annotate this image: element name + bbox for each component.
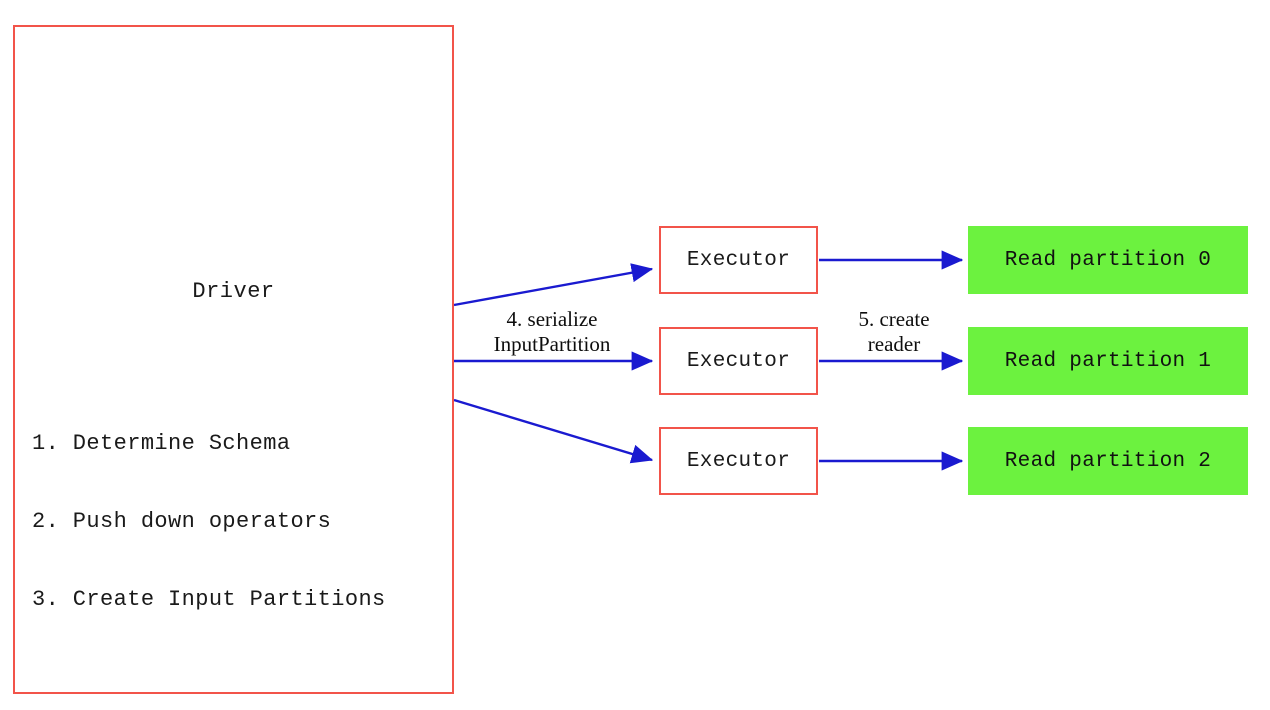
- executor-label-0: Executor: [686, 248, 791, 272]
- edge-label-serialize: 4. serialize InputPartition: [466, 307, 638, 357]
- executor-box-0[interactable]: Executor: [659, 226, 818, 294]
- edge-label-create-reader-line1: 5. create: [858, 307, 930, 331]
- edge-label-serialize-line2: InputPartition: [493, 332, 611, 356]
- read-partition-label-0: Read partition 0: [1004, 248, 1212, 272]
- driver-title: Driver: [192, 279, 275, 304]
- executor-box-1[interactable]: Executor: [659, 327, 818, 395]
- read-partition-label-2: Read partition 2: [1004, 449, 1212, 473]
- edge-label-create-reader-line2: reader: [867, 332, 921, 356]
- edge-label-create-reader: 5. create reader: [834, 307, 954, 357]
- arrow-driver-to-executor-0: [453, 263, 654, 307]
- executor-label-1: Executor: [686, 349, 791, 373]
- executor-label-2: Executor: [686, 449, 791, 473]
- executor-box-2[interactable]: Executor: [659, 427, 818, 495]
- driver-step-3: 3. Create Input Partitions: [32, 587, 386, 612]
- driver-step-2: 2. Push down operators: [32, 509, 332, 534]
- driver-step-1: 1. Determine Schema: [32, 431, 291, 456]
- read-partition-box-2[interactable]: Read partition 2: [968, 427, 1248, 495]
- read-partition-label-1: Read partition 1: [1004, 349, 1212, 373]
- read-partition-box-1[interactable]: Read partition 1: [968, 327, 1248, 395]
- driver-box[interactable]: Driver 1. Determine Schema 2. Push down …: [13, 25, 454, 694]
- edge-label-serialize-line1: 4. serialize: [506, 307, 598, 331]
- driver-steps-list: 1. Determine Schema 2. Push down operato…: [32, 379, 386, 665]
- arrow-driver-to-executor-2: [453, 398, 654, 464]
- read-partition-box-0[interactable]: Read partition 0: [968, 226, 1248, 294]
